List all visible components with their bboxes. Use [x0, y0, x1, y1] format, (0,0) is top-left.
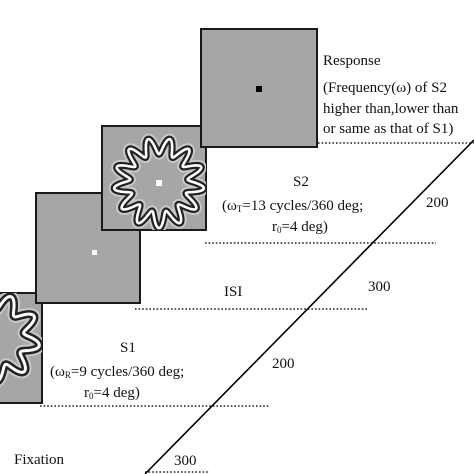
s1-pattern-core [0, 295, 41, 382]
label-response-line-3: or same as that of S1) [323, 121, 454, 137]
isi-fixation-dot [92, 250, 97, 255]
s2-fixation-dot [156, 180, 162, 186]
label-response-title: Response [323, 53, 381, 69]
s2-pattern-core [112, 137, 206, 230]
label-response-line-1: (Frequency(ω) of S2 [323, 80, 448, 96]
dotted-separators [40, 142, 474, 473]
label-s2-param-2: r0=4 deg) [272, 219, 328, 235]
frame-response [200, 28, 318, 148]
duration-s1: 200 [272, 356, 295, 372]
label-isi: ISI [224, 284, 243, 300]
label-s1-param-2: r0=4 deg) [84, 385, 140, 401]
label-s1-title: S1 [120, 340, 136, 356]
duration-s2: 200 [426, 195, 449, 211]
frame-s1 [0, 292, 43, 404]
label-response-line-2: higher than,lower than [323, 101, 459, 117]
label-s2-param-1: (ωT=13 cycles/360 deg; [222, 198, 364, 214]
frame-s2 [101, 125, 207, 231]
timeline-axis [144, 139, 474, 474]
label-s2-title: S2 [293, 174, 309, 190]
response-fixation-dot [256, 86, 262, 92]
label-s1-param-1: (ωR=9 cycles/360 deg; [50, 364, 185, 380]
duration-fixation: 300 [174, 453, 197, 469]
duration-isi: 300 [368, 279, 391, 295]
label-fixation: Fixation [14, 452, 65, 468]
